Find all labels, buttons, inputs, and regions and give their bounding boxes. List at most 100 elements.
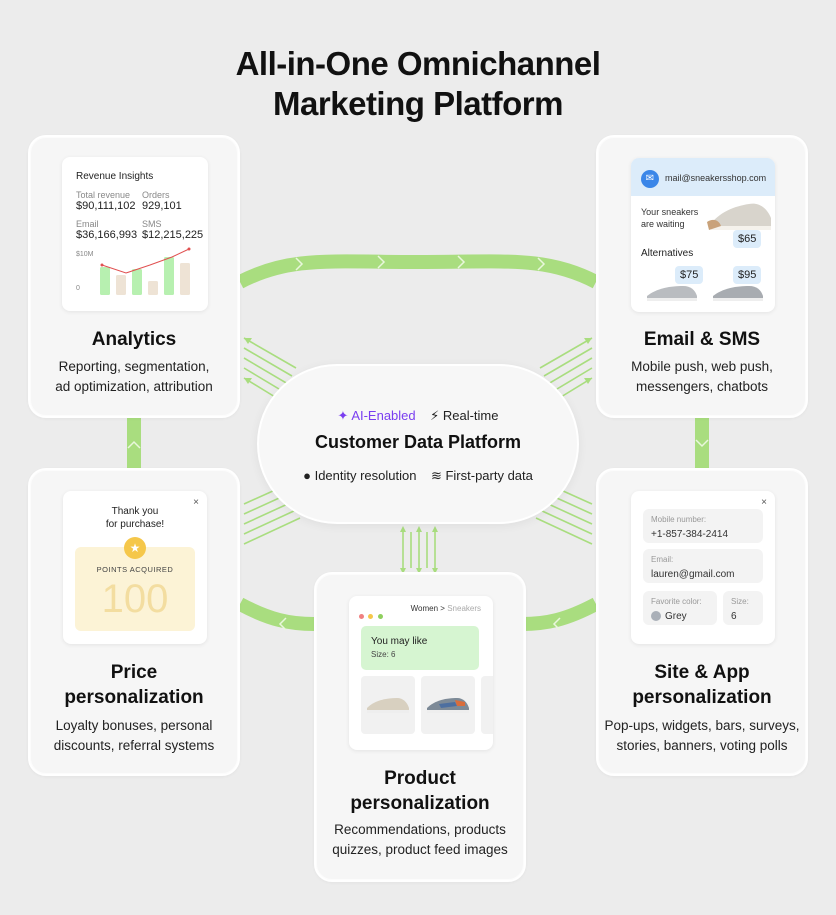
product-desc: Recommendations, products quizzes, produ… bbox=[316, 820, 524, 860]
dot-yellow-icon bbox=[368, 614, 374, 619]
page-title-line1: All-in-One Omnichannel bbox=[235, 45, 601, 82]
waiting-line2: are waiting bbox=[641, 219, 685, 229]
flow-top bbox=[236, 254, 600, 289]
site-app-title-line2: personalization bbox=[632, 687, 772, 708]
sms-label: SMS bbox=[142, 219, 162, 229]
mobile-field[interactable]: Mobile number: +1-857-384-2414 bbox=[643, 509, 763, 543]
product-tile-3[interactable] bbox=[481, 676, 493, 734]
email-value: $36,166,993 bbox=[76, 229, 138, 241]
sms-value: $12,215,225 bbox=[142, 229, 204, 241]
first-party-label: First-party data bbox=[445, 468, 533, 483]
axis-top-label: $10M bbox=[76, 251, 94, 258]
analytics-desc: Reporting, segmentation, ad optimization… bbox=[30, 357, 238, 397]
price-desc-line2: discounts, referral systems bbox=[53, 738, 215, 753]
email-label: Email bbox=[76, 219, 99, 229]
cdp-title: Customer Data Platform bbox=[314, 432, 522, 452]
site-app-title: Site & App personalization bbox=[598, 660, 806, 710]
dot-red-icon bbox=[359, 614, 364, 619]
alternatives-label: Alternatives bbox=[641, 248, 694, 259]
revenue-mini-chart bbox=[100, 247, 191, 295]
page-title: All-in-One Omnichannel Marketing Platfor… bbox=[0, 44, 836, 124]
crumb-sneakers[interactable]: Sneakers bbox=[447, 604, 481, 613]
orders-label: Orders bbox=[142, 190, 170, 200]
email-sms-title: Email & SMS bbox=[643, 329, 761, 350]
site-app-title-line1: Site & App bbox=[654, 662, 750, 683]
sparkle-icon: ✦ bbox=[337, 408, 349, 423]
email-address: mail@sneakersshop.com bbox=[665, 173, 767, 183]
site-app-desc: Pop-ups, widgets, bars, surveys, stories… bbox=[598, 716, 806, 756]
close-icon[interactable]: × bbox=[761, 497, 767, 508]
price-title-line1: Price bbox=[110, 662, 158, 683]
product-tile-2[interactable] bbox=[421, 676, 475, 734]
points-box bbox=[75, 547, 195, 631]
price-alt2-tag: $95 bbox=[733, 266, 762, 284]
analytics-desc-line2: ad optimization, attribution bbox=[55, 379, 213, 394]
price-main-tag: $65 bbox=[733, 230, 762, 248]
product-desc-line1: Recommendations, products bbox=[334, 822, 506, 837]
email-sms-desc-line2: messengers, chatbots bbox=[635, 379, 769, 394]
may-like-size: Size: 6 bbox=[371, 650, 396, 659]
form-widget: × Mobile number: +1-857-384-2414 Email: … bbox=[631, 491, 775, 644]
product-tile-1[interactable] bbox=[361, 676, 415, 734]
email-label: Email: bbox=[651, 555, 674, 564]
email-sms-desc: Mobile push, web push, messengers, chatb… bbox=[598, 357, 806, 397]
product-card: Women > Sneakers You may like Size: 6 Pr… bbox=[314, 572, 526, 882]
mobile-value: +1-857-384-2414 bbox=[651, 529, 729, 540]
mobile-label: Mobile number: bbox=[651, 515, 707, 524]
revenue-insights-widget: Revenue Insights Total revenue $90,111,1… bbox=[62, 157, 208, 311]
may-like-banner: You may like Size: 6 bbox=[361, 626, 479, 670]
email-field[interactable]: Email: lauren@gmail.com bbox=[643, 549, 763, 583]
orders-value: 929,101 bbox=[142, 200, 182, 212]
waiting-line1: Your sneakers bbox=[641, 207, 699, 217]
email-sms-desc-line1: Mobile push, web push, bbox=[631, 359, 773, 374]
dot-green-icon bbox=[377, 614, 383, 619]
email-widget: ✉ mail@sneakersshop.com Your sneakers ar… bbox=[631, 158, 775, 312]
analytics-card: Revenue Insights Total revenue $90,111,1… bbox=[28, 135, 240, 418]
sneaker-alt2-icon bbox=[713, 286, 763, 301]
layers-icon: ≋ bbox=[430, 468, 442, 483]
email-value: lauren@gmail.com bbox=[651, 569, 735, 580]
flow-bottom-left bbox=[236, 597, 315, 631]
cdp-bottom-row: ● Identity resolution ≋ First-party data bbox=[259, 468, 577, 484]
may-like-text: You may like bbox=[371, 636, 428, 647]
product-desc-line2: quizzes, product feed images bbox=[332, 842, 508, 857]
thanks-line2: for purchase! bbox=[105, 519, 165, 530]
points-value: 100 bbox=[101, 577, 169, 621]
thanks-text: Thank you for purchase! bbox=[63, 505, 207, 531]
cdp-top-row: ✦ AI-Enabled ⚡ Real-time bbox=[259, 408, 577, 424]
sneaker-alt1-icon bbox=[647, 286, 697, 301]
page-title-line2: Marketing Platform bbox=[273, 85, 563, 122]
window-dots bbox=[359, 606, 383, 624]
realtime-label: Real-time bbox=[442, 408, 499, 423]
price-title: Price personalization bbox=[30, 660, 238, 710]
product-title: Product personalization bbox=[316, 766, 524, 816]
ai-enabled-label: AI-Enabled bbox=[351, 408, 416, 423]
mail-icon: ✉ bbox=[641, 170, 659, 188]
waiting-text: Your sneakers are waiting bbox=[641, 206, 698, 230]
close-icon[interactable]: × bbox=[193, 497, 199, 508]
price-card: × Thank you for purchase! ★ POINTS ACQUI… bbox=[28, 468, 240, 776]
crumb-women[interactable]: Women bbox=[410, 604, 439, 613]
customer-data-platform: ✦ AI-Enabled ⚡ Real-time Customer Data P… bbox=[257, 364, 579, 524]
color-field[interactable]: Favorite color: Grey bbox=[643, 591, 717, 625]
thanks-line1: Thank you bbox=[111, 506, 159, 517]
size-field[interactable]: Size: 6 bbox=[723, 591, 763, 625]
sneaker-blue-icon bbox=[427, 698, 469, 713]
points-label: POINTS ACQUIRED bbox=[96, 565, 174, 574]
crumb-separator: > bbox=[440, 604, 445, 613]
total-revenue-label: Total revenue bbox=[76, 190, 131, 200]
site-app-desc-line1: Pop-ups, widgets, bars, surveys, bbox=[604, 718, 800, 733]
price-alt1-tag: $75 bbox=[675, 266, 704, 284]
color-value: Grey bbox=[665, 611, 687, 622]
star-icon: ★ bbox=[124, 537, 146, 559]
size-value: 6 bbox=[731, 611, 737, 622]
price-title-line2: personalization bbox=[64, 687, 204, 708]
analytics-desc-line1: Reporting, segmentation, bbox=[58, 359, 210, 374]
breadcrumb: Women > Sneakers bbox=[411, 604, 481, 613]
flow-bottom-right bbox=[521, 597, 600, 631]
site-app-desc-line2: stories, banners, voting polls bbox=[616, 738, 788, 753]
analytics-title: Analytics bbox=[91, 329, 177, 350]
email-sms-card: ✉ mail@sneakersshop.com Your sneakers ar… bbox=[596, 135, 808, 418]
total-revenue-value: $90,111,102 bbox=[76, 200, 136, 212]
